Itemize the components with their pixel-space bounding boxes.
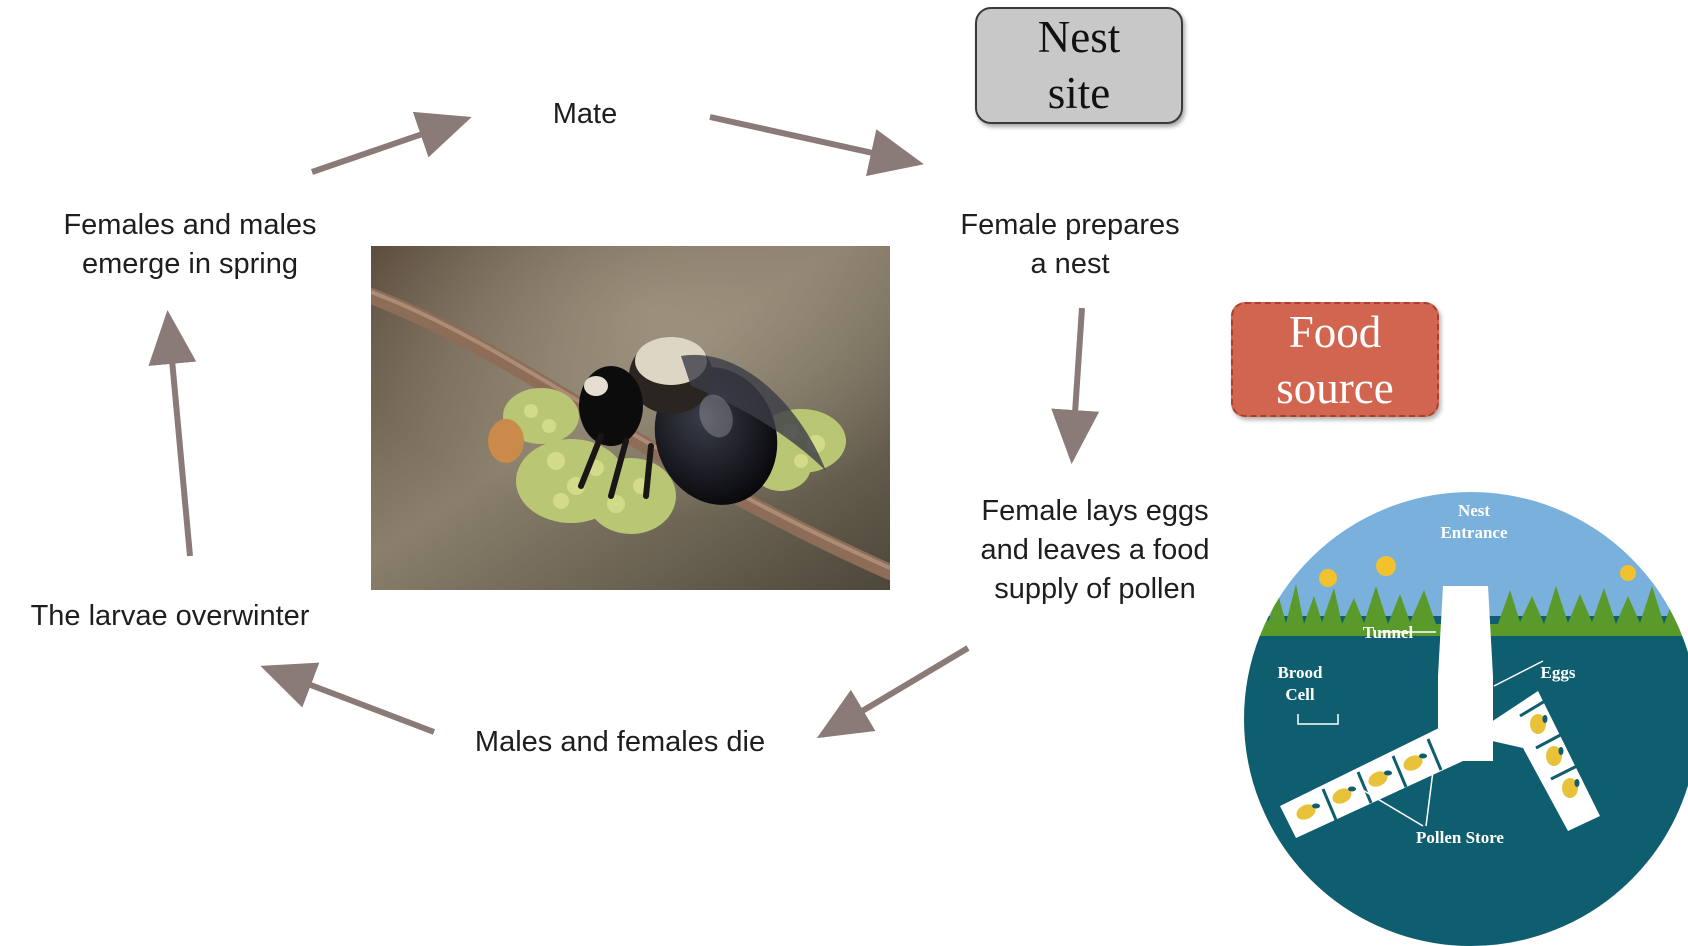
step-female-lays-eggs: Female lays eggs and leaves a food suppl… bbox=[935, 492, 1255, 609]
pollen-store-label: Pollen Store bbox=[1416, 828, 1504, 847]
nest-site-line-1: Nest bbox=[977, 9, 1181, 65]
nest-site-line-2: site bbox=[977, 65, 1181, 121]
food-source-box: Food source bbox=[1231, 302, 1439, 417]
step-female-prepares-nest: Female prepares a nest bbox=[915, 206, 1225, 284]
step-mate-text: Mate bbox=[500, 95, 670, 134]
nest-entrance-label-1: Nest bbox=[1458, 501, 1490, 520]
step-lays-line-1: Female lays eggs bbox=[935, 492, 1255, 531]
arrow-prepare-to-lay bbox=[1072, 308, 1082, 458]
arrow-emerge-to-mate bbox=[312, 119, 466, 172]
food-source-line-1: Food bbox=[1233, 304, 1437, 360]
tunnel-label: Tunnel bbox=[1363, 623, 1414, 642]
arrow-larvae-to-emerge bbox=[168, 316, 190, 556]
step-emerge-spring: Females and males emerge in spring bbox=[35, 206, 345, 284]
nest-entrance-label-2: Entrance bbox=[1440, 523, 1508, 542]
step-larvae-text: The larvae overwinter bbox=[0, 597, 340, 636]
step-males-females-die: Males and females die bbox=[440, 723, 800, 762]
step-larvae-overwinter: The larvae overwinter bbox=[0, 597, 340, 636]
brood-cell-label-1: Brood bbox=[1277, 663, 1323, 682]
arrow-lay-to-die bbox=[822, 648, 968, 735]
step-lays-line-3: supply of pollen bbox=[935, 570, 1255, 609]
step-die-text: Males and females die bbox=[440, 723, 800, 762]
step-prepare-line-1: Female prepares bbox=[915, 206, 1225, 245]
eggs-label: Eggs bbox=[1541, 663, 1576, 682]
food-source-line-2: source bbox=[1233, 360, 1437, 416]
step-emerge-line-2: emerge in spring bbox=[35, 245, 345, 284]
nest-site-box: Nest site bbox=[975, 7, 1183, 124]
arrow-die-to-larvae bbox=[266, 668, 434, 732]
step-emerge-line-1: Females and males bbox=[35, 206, 345, 245]
carpenter-bee-photo bbox=[371, 246, 890, 590]
brood-cell-label-2: Cell bbox=[1285, 685, 1315, 704]
step-prepare-line-2: a nest bbox=[915, 245, 1225, 284]
step-lays-line-2: and leaves a food bbox=[935, 531, 1255, 570]
step-mate: Mate bbox=[500, 95, 670, 134]
ground-nest-cross-section: Nest Entrance Tunnel Brood Cell Eggs Pol… bbox=[1238, 486, 1688, 946]
arrow-mate-to-prepare bbox=[710, 117, 918, 163]
